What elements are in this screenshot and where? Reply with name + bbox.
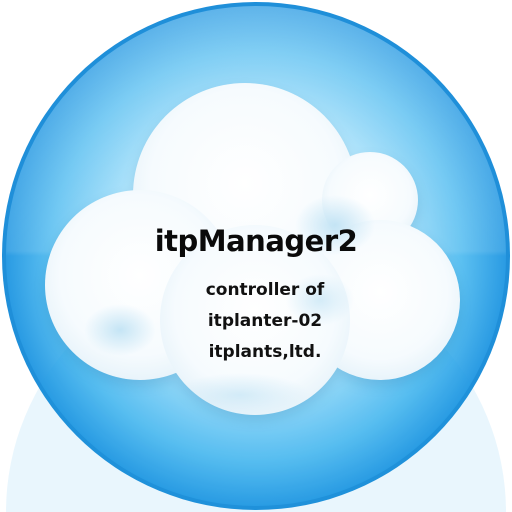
app-title: itpManager2 [154, 224, 358, 258]
subtitle-line-2: itplanter-02 [207, 311, 323, 331]
subtitle-line-3: itplants,ltd. [208, 342, 322, 362]
subtitle-line-1: controller of [205, 280, 325, 300]
